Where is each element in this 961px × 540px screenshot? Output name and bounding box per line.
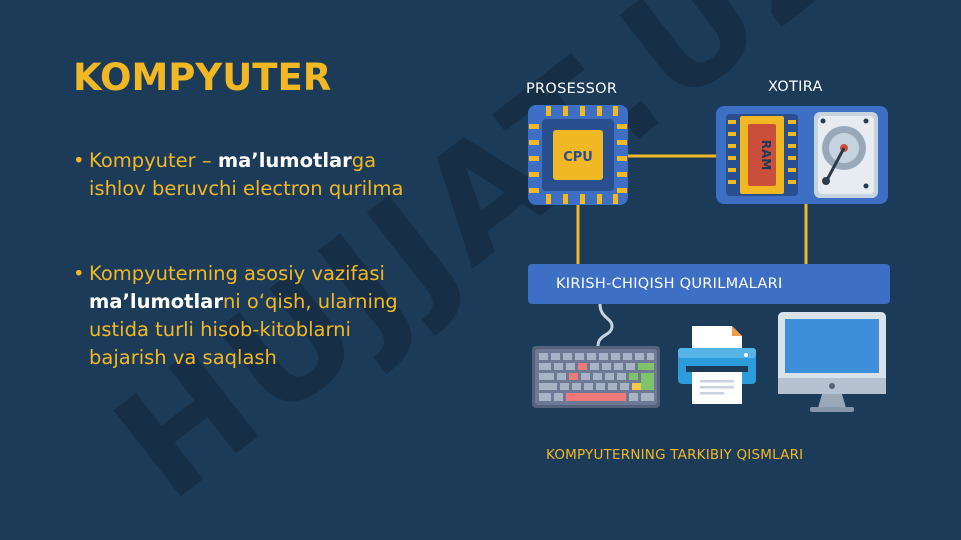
ram-chip-text: RAM xyxy=(759,140,773,170)
monitor-icon xyxy=(778,312,886,412)
bullet-line: •Kompyuter – ma’lumotlarga xyxy=(73,147,493,175)
bullet-line: ishlov beruvchi electron qurilma xyxy=(89,177,404,200)
cpu-icon: CPU xyxy=(528,105,628,205)
bullet-definition: •Kompyuter – ma’lumotlarga ishlov beruvc… xyxy=(73,147,493,203)
bullet-line: ustida turli hisob-kitoblarni xyxy=(89,318,351,341)
bullet-text: ga xyxy=(351,149,377,172)
bullet-line: ma’lumotlarni o‘qish, ularning xyxy=(73,288,493,316)
bullet-text: Kompyuterning asosiy vazifasi xyxy=(89,262,385,285)
highlight-word: ma’lumotlar xyxy=(89,290,223,313)
keyboard-icon xyxy=(532,303,660,408)
highlight-word: ma’lumotlar xyxy=(217,149,352,172)
bullet-dot: • xyxy=(73,262,85,285)
connector-lines xyxy=(576,154,808,266)
processor-label: PROSESSOR xyxy=(526,81,618,97)
printer-icon xyxy=(678,326,756,404)
bullet-line: •Kompyuterning asosiy vazifasi xyxy=(73,260,493,288)
bullet-function: •Kompyuterning asosiy vazifasi ma’lumotl… xyxy=(73,260,493,372)
bullet-dot: • xyxy=(73,149,85,172)
ram-icon: RAM xyxy=(726,114,798,196)
io-devices-bar xyxy=(528,264,890,304)
io-devices-label: KIRISH-CHIQISH QURILMALARI xyxy=(556,276,783,292)
bullet-text: ni o‘qish, ularning xyxy=(222,290,398,313)
bullet-line: bajarish va saqlash xyxy=(89,346,277,369)
memory-block: RAM xyxy=(716,106,888,204)
bullet-text: Kompyuter – xyxy=(89,149,218,172)
diagram-caption: KOMPYUTERNING TARKIBIY QISMLARI xyxy=(546,447,804,463)
hard-disk-icon xyxy=(814,112,878,198)
cpu-chip-text: CPU xyxy=(563,150,593,165)
memory-label: XOTIRA xyxy=(768,79,823,95)
slide-title: KOMPYUTER xyxy=(73,56,332,99)
